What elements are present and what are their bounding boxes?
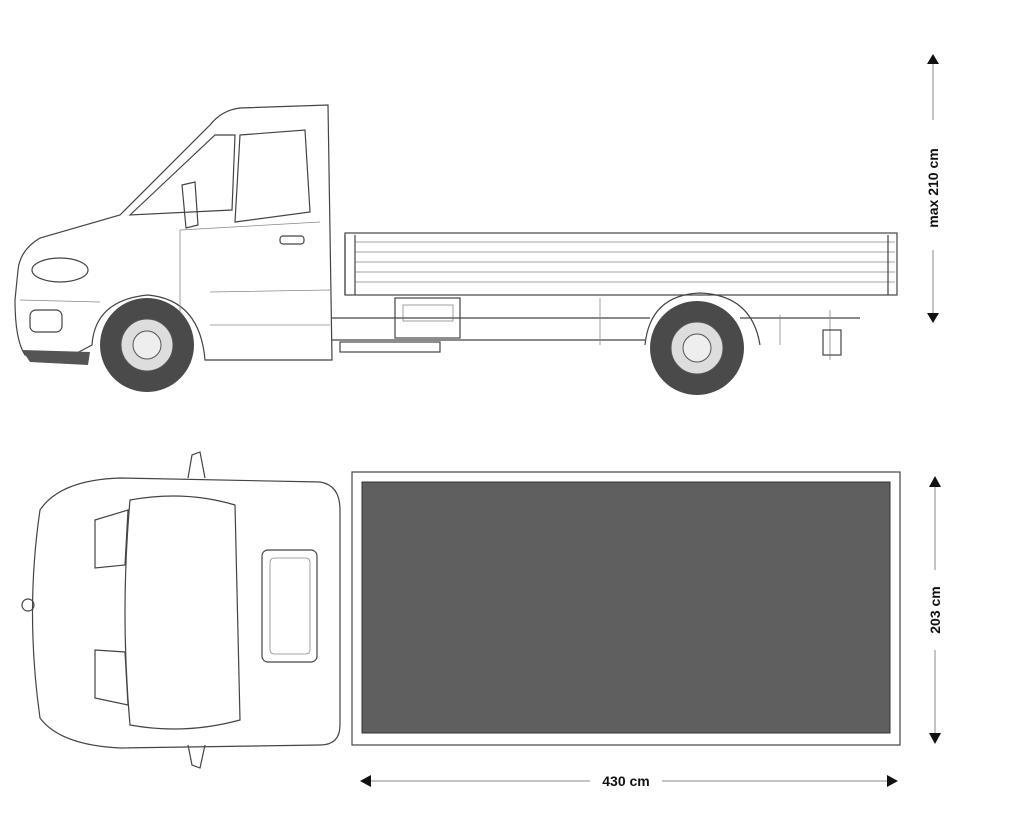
side-bed xyxy=(332,232,898,360)
width-label: 203 cm xyxy=(927,586,943,633)
side-view xyxy=(14,104,898,395)
top-view xyxy=(21,451,901,769)
height-dimension: max 210 cm xyxy=(925,54,941,323)
top-bed xyxy=(351,471,901,746)
height-label: max 210 cm xyxy=(925,148,941,227)
length-label: 430 cm xyxy=(602,773,649,789)
rear-wheel xyxy=(650,301,744,395)
side-cab xyxy=(14,104,333,365)
cargo-floor xyxy=(361,481,891,734)
front-wheel xyxy=(100,298,194,392)
length-dimension: 430 cm xyxy=(360,773,898,789)
width-dimension: 203 cm xyxy=(927,476,943,744)
top-cab xyxy=(21,451,341,769)
